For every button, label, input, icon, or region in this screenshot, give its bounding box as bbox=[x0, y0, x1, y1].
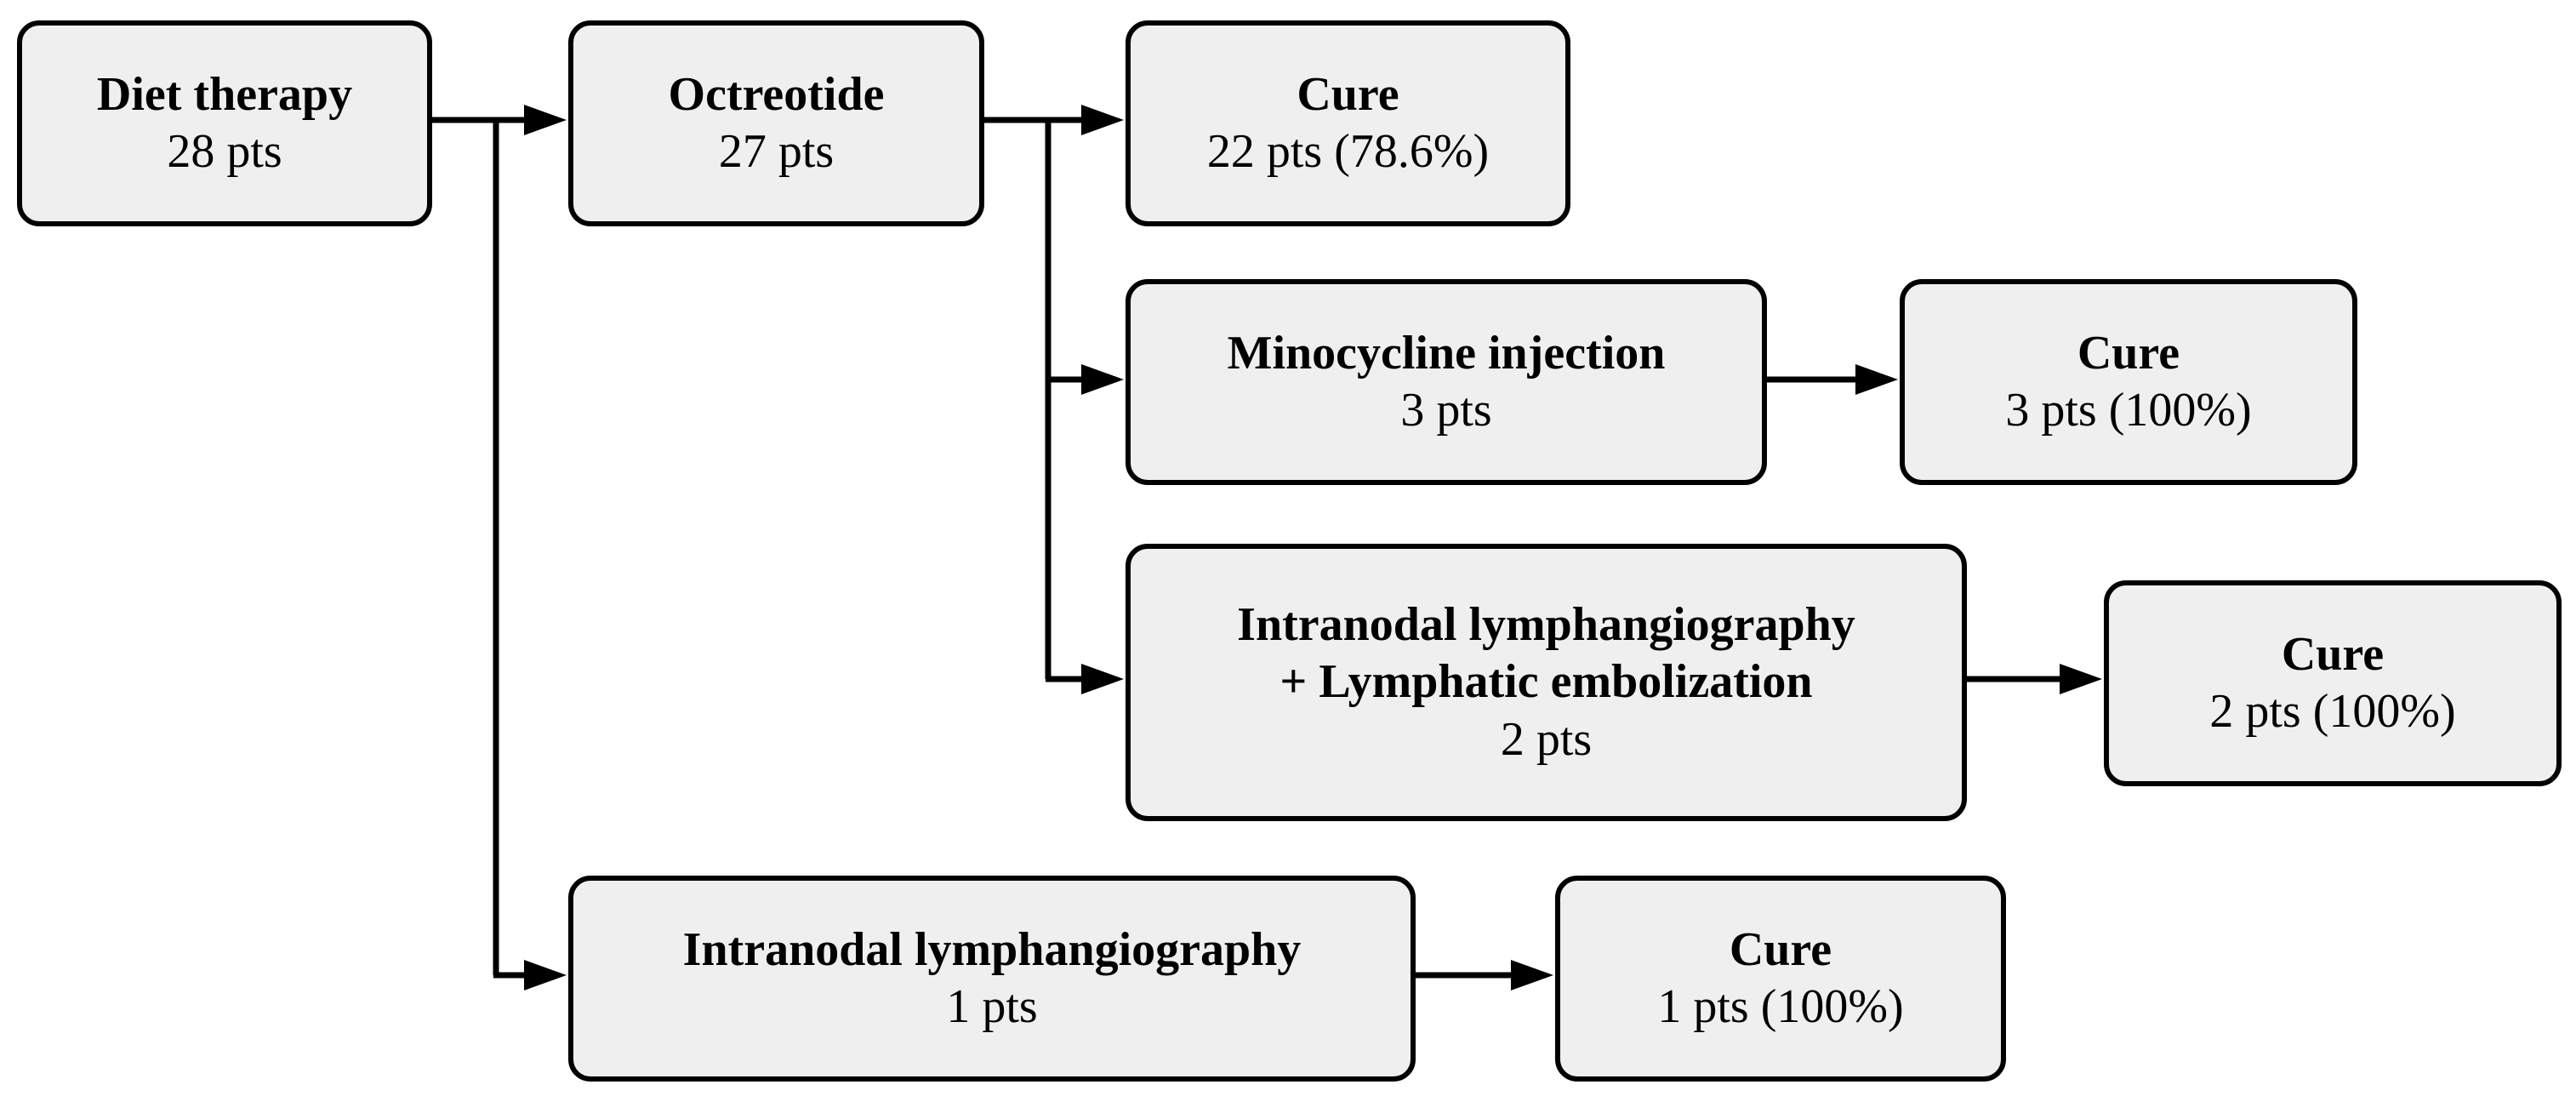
node-cure-4: Cure 1 pts (100%) bbox=[1555, 876, 2006, 1082]
node-ilg-count: 1 pts bbox=[946, 980, 1038, 1033]
node-cure-3-title: Cure bbox=[2281, 627, 2385, 681]
node-ilg-embolization-title-line2: + Lymphatic embolization bbox=[1279, 655, 1813, 709]
arrowhead-ilg bbox=[524, 960, 567, 990]
arrowhead-octreotide bbox=[524, 105, 567, 135]
node-cure-2-count: 3 pts (100%) bbox=[2005, 384, 2252, 437]
node-ilg-embolization-title-line1: Intranodal lymphangiography bbox=[1237, 598, 1855, 652]
node-cure-3: Cure 2 pts (100%) bbox=[2104, 580, 2562, 786]
node-cure-3-count: 2 pts (100%) bbox=[2209, 685, 2456, 738]
node-cure-1-count: 22 pts (78.6%) bbox=[1206, 125, 1490, 178]
node-ilg-title: Intranodal lymphangiography bbox=[682, 922, 1302, 976]
arrowhead-cure-b bbox=[1855, 364, 1898, 395]
node-octreotide: Octreotide 27 pts bbox=[568, 20, 984, 226]
arrowhead-ilg-embo bbox=[1081, 664, 1124, 694]
node-cure-2: Cure 3 pts (100%) bbox=[1900, 279, 2357, 485]
node-diet-therapy-count: 28 pts bbox=[167, 125, 282, 178]
node-ilg-embolization-count: 2 pts bbox=[1500, 712, 1593, 766]
node-cure-4-title: Cure bbox=[1729, 922, 1832, 976]
node-diet-therapy: Diet therapy 28 pts bbox=[17, 20, 432, 226]
node-intranodal-lymphangiography: Intranodal lymphangiography 1 pts bbox=[568, 876, 1416, 1082]
node-cure-2-title: Cure bbox=[2077, 326, 2180, 380]
arrowhead-cure-c bbox=[2060, 664, 2102, 694]
arrowhead-minocycline bbox=[1081, 364, 1124, 395]
node-cure-4-count: 1 pts (100%) bbox=[1657, 980, 1904, 1033]
node-octreotide-count: 27 pts bbox=[718, 125, 835, 178]
node-cure-1: Cure 22 pts (78.6%) bbox=[1126, 20, 1570, 226]
node-cure-1-title: Cure bbox=[1297, 67, 1399, 121]
node-octreotide-title: Octreotide bbox=[668, 67, 885, 121]
node-minocycline-injection: Minocycline injection 3 pts bbox=[1126, 279, 1767, 485]
node-ilg-embolization: Intranodal lymphangiography + Lymphatic … bbox=[1126, 544, 1967, 821]
node-minocycline-title: Minocycline injection bbox=[1227, 326, 1666, 380]
arrowhead-cure-d bbox=[1511, 960, 1553, 990]
arrowhead-cure-a bbox=[1081, 105, 1124, 135]
node-diet-therapy-title: Diet therapy bbox=[96, 67, 353, 121]
node-minocycline-count: 3 pts bbox=[1400, 384, 1492, 437]
